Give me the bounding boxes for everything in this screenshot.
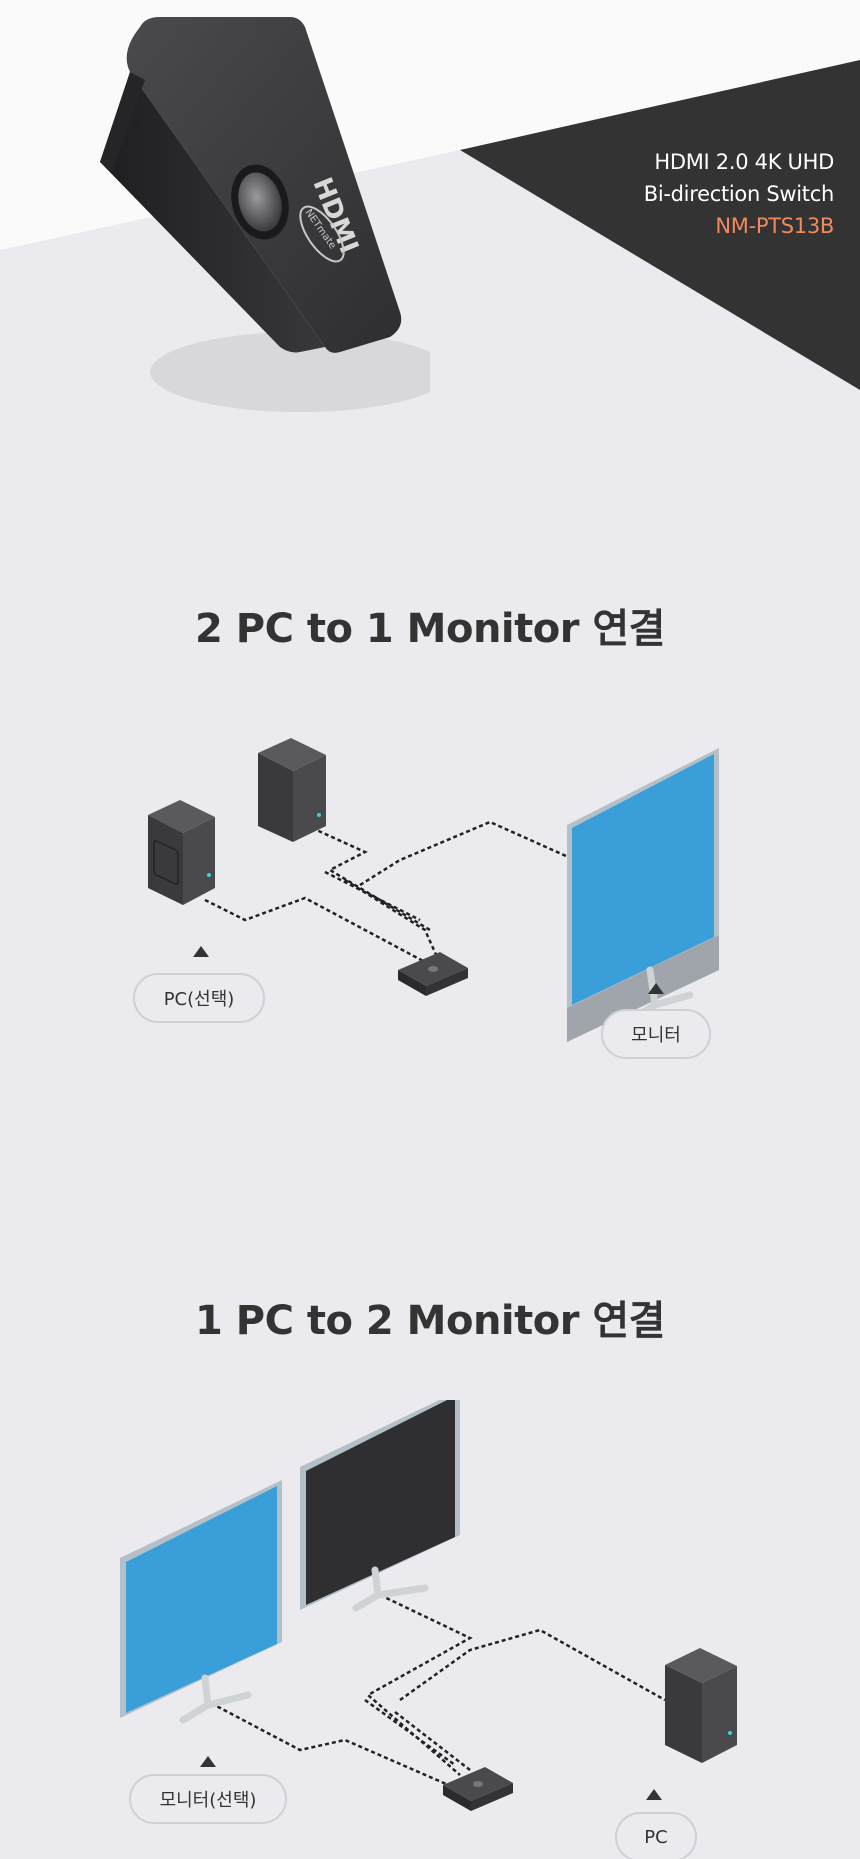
hero-text-block: HDMI 2.0 4K UHD Bi-direction Switch NM-P… [643,146,835,242]
diagram-1pc-2monitor: 모니터(선택) PC [0,1390,860,1859]
hero-banner: HDMI NETmate HDMI 2.0 4K UHD Bi-directio… [0,0,860,520]
cable-pc2 [311,826,431,932]
cable-monitor2 [365,1593,473,1776]
hero-model-number: NM-PTS13B [715,214,834,238]
section2-title: 1 PC to 2 Monitor 연결 [195,1298,665,1344]
pc-tower-1 [148,800,215,905]
monitor [567,748,719,1042]
cable-pc1 [204,896,441,972]
hero-title-line1: HDMI 2.0 4K UHD [654,150,834,174]
switch-device-image: HDMI NETmate [100,17,430,412]
hdmi-switch-2 [443,1767,513,1811]
connection-diagram-1 [148,738,719,1042]
hdmi-switch [398,952,468,996]
label-pc: PC [615,1812,697,1859]
arrow-up-monitor-selected [200,1756,216,1767]
diagram-2pc-1monitor: PC(선택) 모니터 [0,720,860,1080]
pc-tower [665,1648,737,1763]
cable-pc [399,1628,666,1702]
cable-monitor [359,820,576,887]
label-pc-selected: PC(선택) [133,973,265,1023]
arrow-up-pc-2 [646,1789,662,1800]
pc-tower-2 [258,738,326,842]
monitor-2 [300,1390,460,1612]
section1-title: 2 PC to 1 Monitor 연결 [195,606,665,652]
hero-title-line2: Bi-direction Switch [643,182,835,206]
arrow-up-pc [193,946,209,957]
connection-diagram-2 [120,1390,737,1811]
label-monitor: 모니터 [601,1009,711,1059]
label-monitor-selected: 모니터(선택) [129,1774,287,1824]
monitor-1-selected [120,1480,282,1724]
arrow-up-monitor [648,983,664,994]
